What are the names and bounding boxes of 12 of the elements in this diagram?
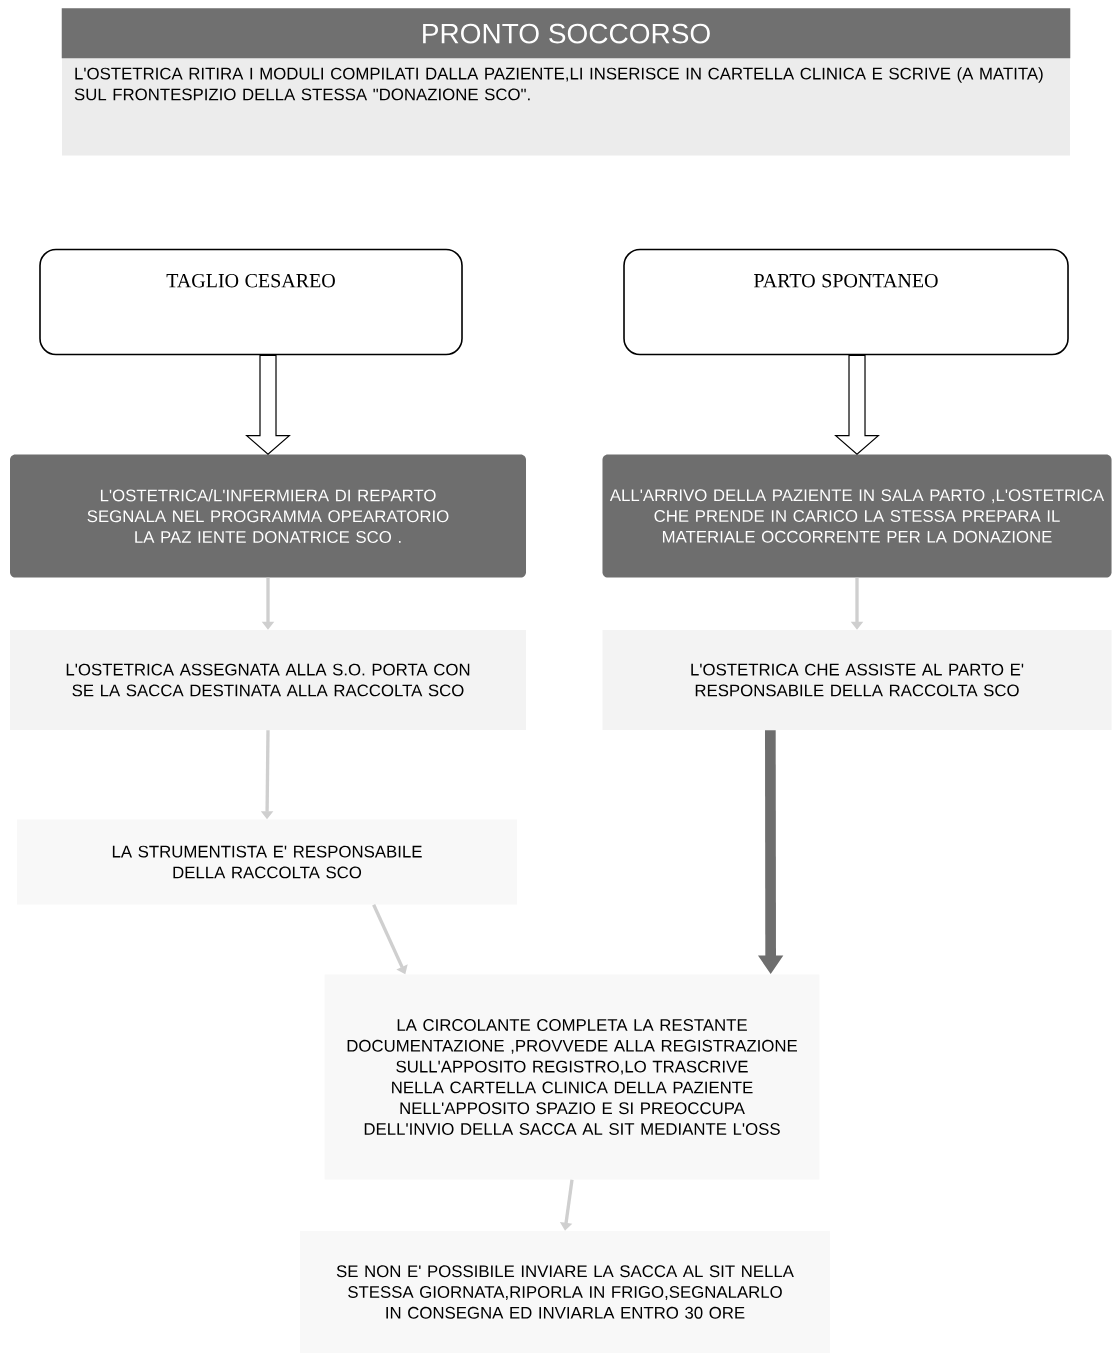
process-box: L'OSTETRICA ASSEGNATA ALLA S.O. PORTA CON SE LA SACCA DESTINATA ALLA RACCOLTA SCO xyxy=(10,630,526,730)
header-panel: PRONTO SOCCORSO L'OSTETRICA RITIRA I MODULI COMPILATI DALLA PAZIENTE,LI INSERISCE IN CARTELLA CLINICA E SCRIVE (A MATITA) SUL FRONTESPIZIO DELLA STESSA "DONAZIONE SCO". xyxy=(61,8,1071,156)
process-box: ALL'ARRIVO DELLA PAZIENTE IN SALA PARTO ,L'OSTETRICA CHE PRENDE IN CARICO LA STESSA PREPARA IL MATERIALE OCCORRENTE PER LA DONAZIONE xyxy=(602,454,1112,578)
process-box: SE NON E' POSSIBILE INVIARE LA SACCA AL SIT NELLA STESSA GIORNATA,RIPORLA IN FRIGO,SEGNALARLO IN CONSEGNA ED INVIARLA ENTRO 30 ORE xyxy=(300,1231,830,1353)
hollow-arrow xyxy=(834,354,880,456)
process-box: LA STRUMENTISTA E' RESPONSABILE DELLA RACCOLTA SCO xyxy=(17,819,517,905)
process-box: PARTO SPONTANEO xyxy=(623,248,1069,356)
hollow-arrow xyxy=(245,354,291,456)
process-box: L'OSTETRICA/L'INFERMIERA DI REPARTO SEGNALA NEL PROGRAMMA OPEARATORIO LA PAZ IENTE DONATRICE SCO . xyxy=(10,454,526,578)
process-box: TAGLIO CESAREO xyxy=(39,248,463,356)
process-box: LA CIRCOLANTE COMPLETA LA RESTANTE DOCUMENTAZIONE ,PROVVEDE ALLA REGISTRAZIONE SULL'APPOSITO REGISTRO,LO TRASCRIVE NELLA CARTELLA CLINICA DELLA PAZIENTE NELL'APPOSITO SPAZIO E SI PREOCCUPA DELL'INVIO DELLA SACCA AL SIT MEDIANTE L'OSS xyxy=(324,974,820,1180)
process-box: L'OSTETRICA CHE ASSISTE AL PARTO E' RESPONSABILE DELLA RACCOLTA SCO xyxy=(602,630,1112,730)
